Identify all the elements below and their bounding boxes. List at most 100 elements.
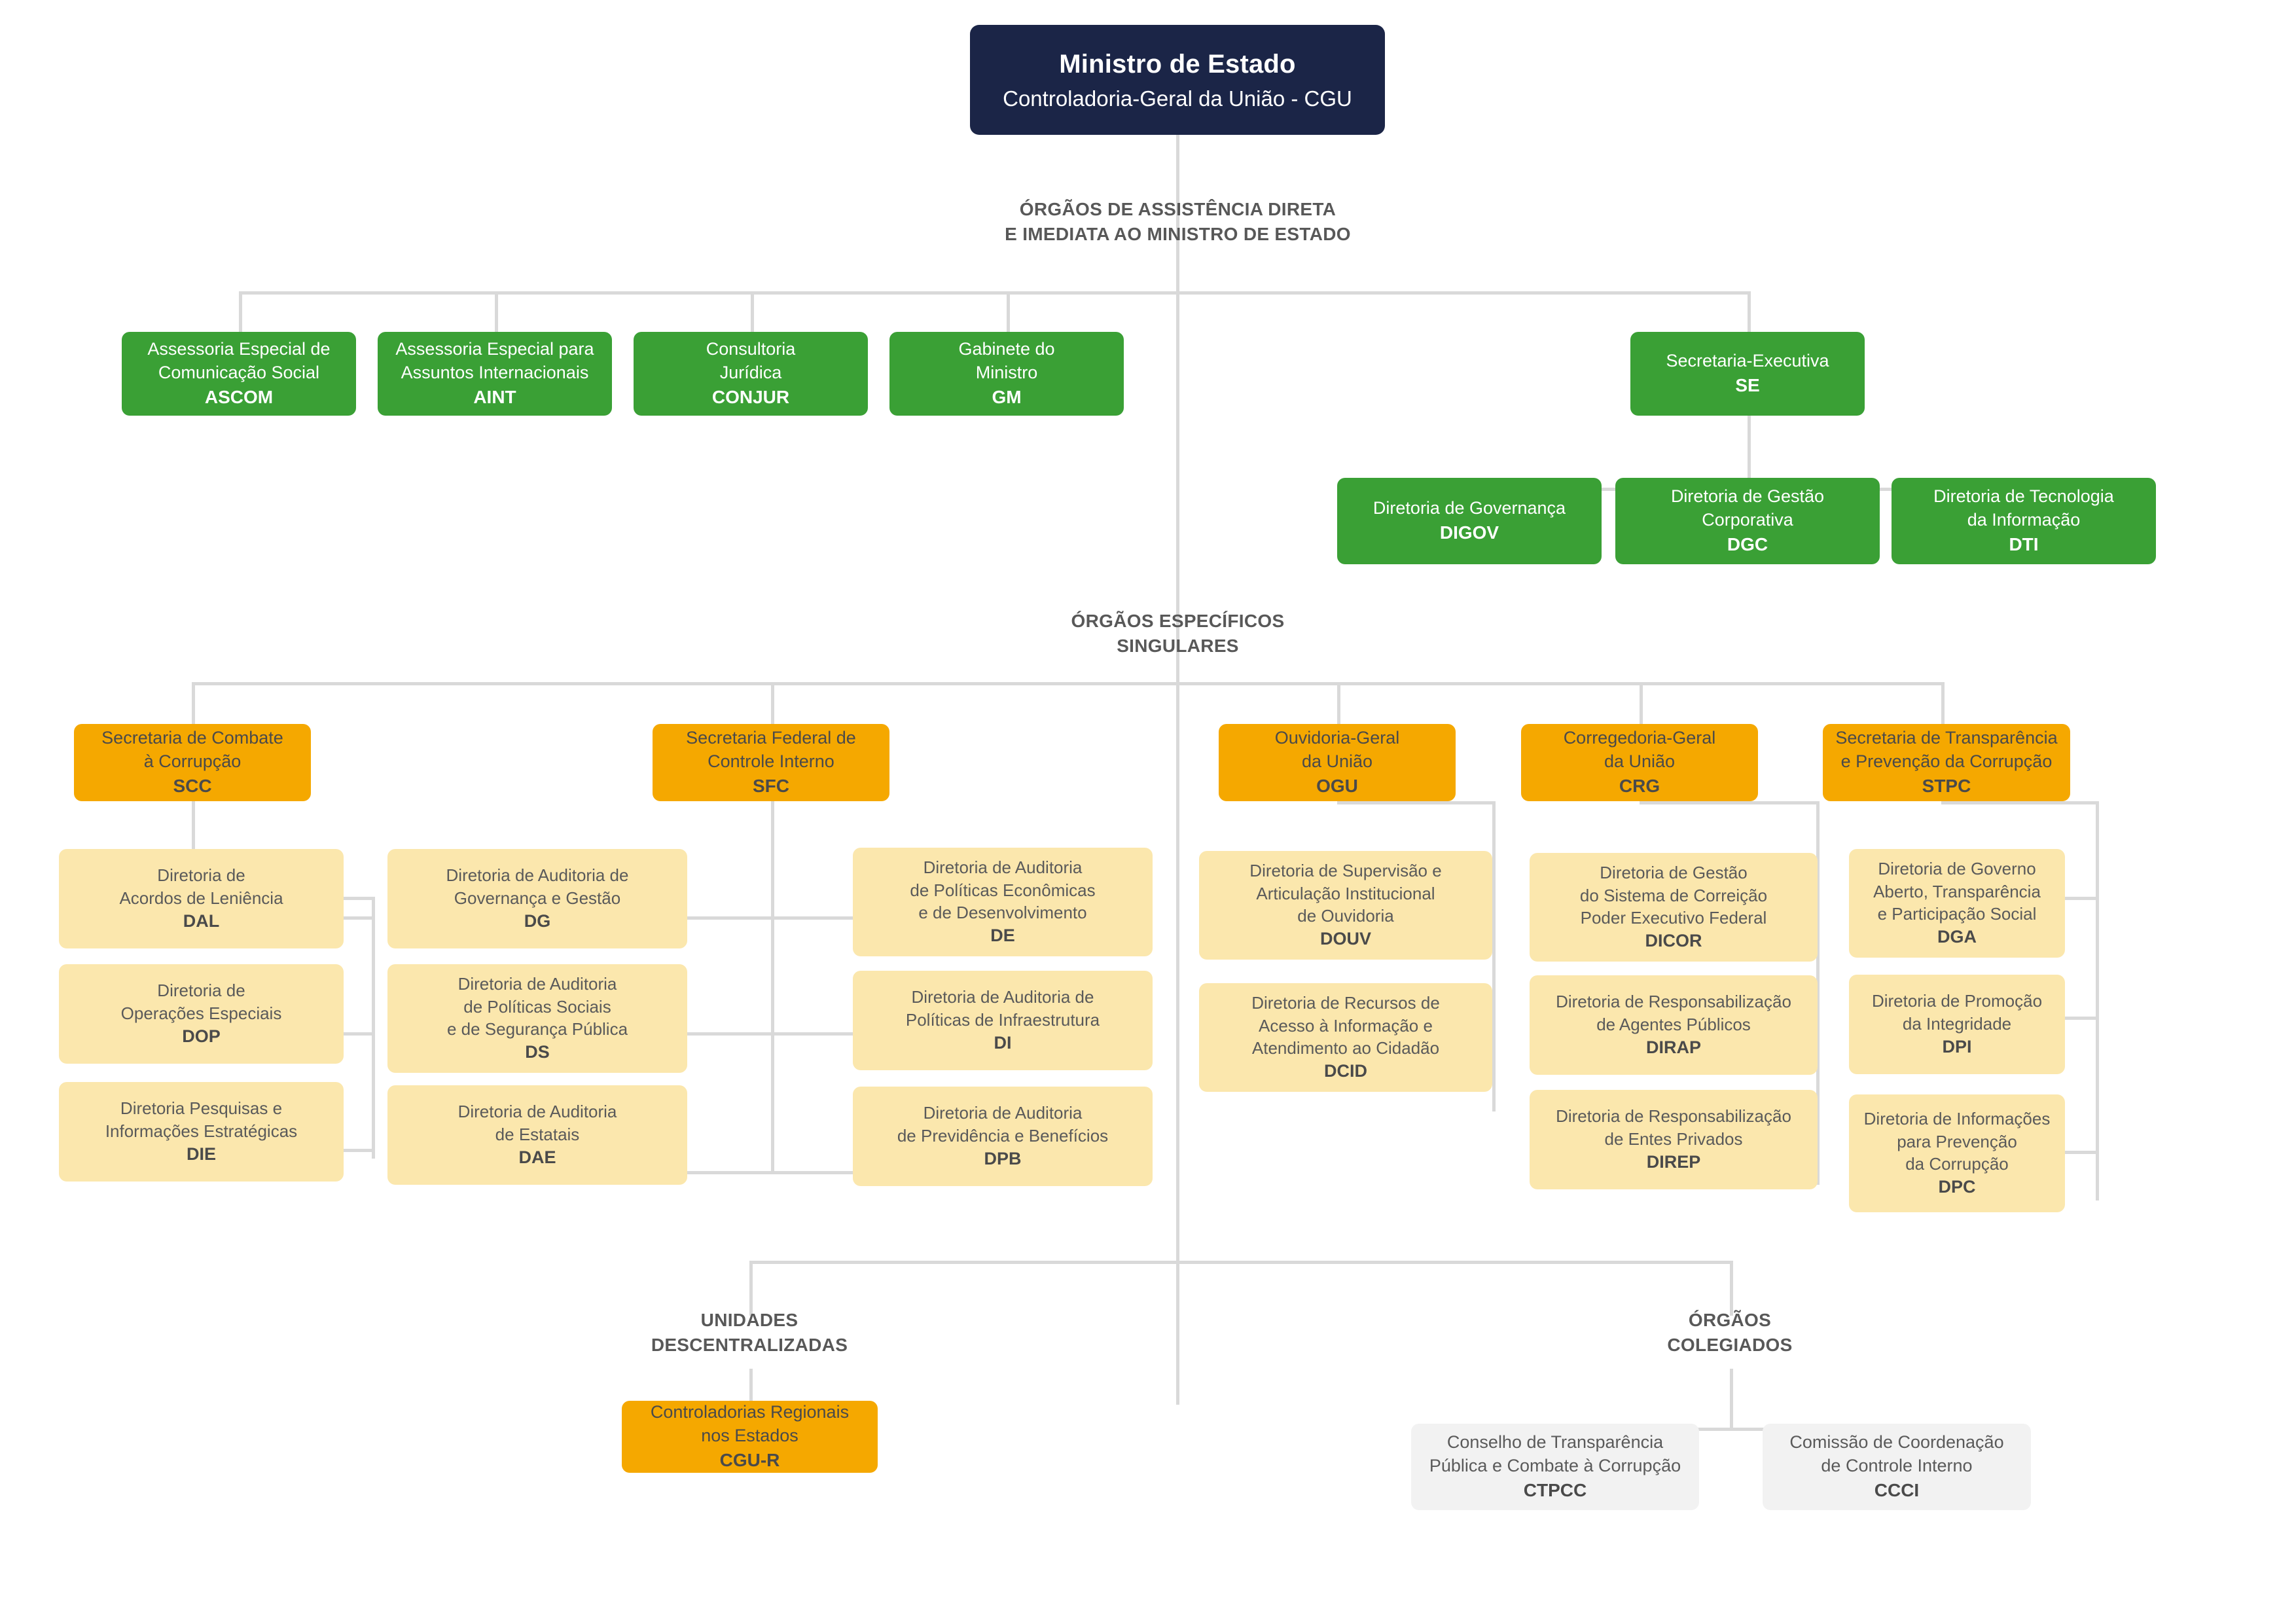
section-label-orgaos-colegiados: ÓRGÃOS COLEGIADOS bbox=[1667, 1310, 1793, 1356]
node-scc-title: Secretaria de Combate à Corrupção bbox=[101, 727, 283, 771]
node-douv-title: Diretoria de Supervisão e Articulação In… bbox=[1249, 861, 1442, 926]
connector-crg-rail bbox=[1816, 801, 1820, 1185]
node-crg-title: Corregedoria-Geral da União bbox=[1563, 727, 1716, 771]
node-dpb[interactable]: Diretoria de Auditoria de Previdência e … bbox=[853, 1087, 1153, 1186]
root-subtitle: Controladoria-Geral da União - CGU bbox=[1003, 86, 1352, 111]
node-conjur[interactable]: Consultoria Jurídica CONJUR bbox=[634, 332, 868, 416]
node-dg-acronym: DG bbox=[524, 911, 551, 931]
connector-bottom-left-drop bbox=[749, 1261, 753, 1316]
connector-drop-stpc bbox=[1941, 682, 1945, 724]
connector-scc-branch-dal bbox=[340, 916, 375, 920]
node-dpi-title: Diretoria de Promoção da Integridade bbox=[1871, 991, 2043, 1034]
node-ogu[interactable]: Ouvidoria-Geral da União OGU bbox=[1219, 724, 1456, 801]
node-dop[interactable]: Diretoria de Operações Especiais DOP bbox=[59, 964, 344, 1064]
node-sfc-acronym: SFC bbox=[753, 776, 789, 797]
node-dti[interactable]: Diretoria de Tecnologia da Informação DT… bbox=[1892, 478, 2156, 564]
connector-bottom-bus bbox=[749, 1261, 1733, 1264]
node-dpi-acronym: DPI bbox=[1942, 1037, 1972, 1056]
node-di[interactable]: Diretoria de Auditoria de Políticas de I… bbox=[853, 971, 1153, 1070]
node-dcid[interactable]: Diretoria de Recursos de Acesso à Inform… bbox=[1199, 983, 1492, 1092]
node-ctpcc-title: Conselho de Transparência Pública e Comb… bbox=[1429, 1432, 1681, 1475]
node-digov[interactable]: Diretoria de Governança DIGOV bbox=[1337, 478, 1602, 564]
node-se-acronym: SE bbox=[1735, 375, 1760, 396]
node-stpc-acronym: STPC bbox=[1922, 776, 1971, 797]
node-dal-acronym: DAL bbox=[183, 911, 220, 931]
connector-sfc-branch-de bbox=[771, 916, 858, 920]
node-dgc-title: Diretoria de Gestão Corporativa bbox=[1670, 486, 1825, 530]
node-dirap-acronym: DIRAP bbox=[1645, 1038, 1701, 1057]
node-dti-acronym: DTI bbox=[2009, 534, 2039, 555]
node-de-title: Diretoria de Auditoria de Políticas Econ… bbox=[910, 857, 1096, 922]
connector-crg-rail-top bbox=[1640, 801, 1820, 804]
node-de[interactable]: Diretoria de Auditoria de Políticas Econ… bbox=[853, 848, 1153, 956]
connector-sfc-rail bbox=[771, 801, 774, 1174]
connector-root-spine bbox=[1176, 135, 1179, 1405]
connector-oes-bus bbox=[192, 682, 1943, 685]
connector-drop-ogu bbox=[1337, 682, 1340, 724]
node-sfc-title: Secretaria Federal de Controle Interno bbox=[686, 727, 856, 771]
node-digov-acronym: DIGOV bbox=[1439, 522, 1499, 543]
node-cgu-r-title: Controladorias Regionais nos Estados bbox=[650, 1401, 850, 1445]
node-di-title: Diretoria de Auditoria de Políticas de I… bbox=[905, 987, 1100, 1030]
node-ascom[interactable]: Assessoria Especial de Comunicação Socia… bbox=[122, 332, 356, 416]
node-scc[interactable]: Secretaria de Combate à Corrupção SCC bbox=[74, 724, 311, 801]
connector-stpc-branch-dga bbox=[2063, 897, 2099, 900]
node-dal[interactable]: Diretoria de Acordos de Leniência DAL bbox=[59, 849, 344, 948]
node-ctpcc-acronym: CTPCC bbox=[1523, 1480, 1587, 1501]
connector-sfc-branch-dae bbox=[686, 1171, 773, 1174]
node-ascom-acronym: ASCOM bbox=[204, 387, 274, 408]
connector-oc-bus bbox=[1556, 1428, 1905, 1431]
node-stpc[interactable]: Secretaria de Transparência e Prevenção … bbox=[1823, 724, 2070, 801]
node-dga-acronym: DGA bbox=[1937, 927, 1977, 947]
connector-scc-branch-die bbox=[340, 1149, 375, 1152]
node-dga[interactable]: Diretoria de Governo Aberto, Transparênc… bbox=[1849, 849, 2065, 958]
node-gm[interactable]: Gabinete do Ministro GM bbox=[889, 332, 1124, 416]
node-dga-title: Diretoria de Governo Aberto, Transparênc… bbox=[1873, 859, 2041, 924]
connector-ogu-rail-top bbox=[1337, 801, 1496, 804]
node-direp[interactable]: Diretoria de Responsabilização de Entes … bbox=[1530, 1090, 1818, 1189]
node-direp-title: Diretoria de Responsabilização de Entes … bbox=[1556, 1106, 1791, 1149]
connector-sfc-branch-di bbox=[771, 1032, 858, 1036]
node-aint[interactable]: Assessoria Especial para Assuntos Intern… bbox=[378, 332, 612, 416]
node-secretaria-executiva[interactable]: Secretaria-Executiva SE bbox=[1630, 332, 1865, 416]
node-ogu-title: Ouvidoria-Geral da União bbox=[1274, 727, 1400, 771]
node-digov-title: Diretoria de Governança bbox=[1372, 497, 1566, 518]
node-dg[interactable]: Diretoria de Auditoria de Governança e G… bbox=[387, 849, 687, 948]
node-sfc[interactable]: Secretaria Federal de Controle Interno S… bbox=[653, 724, 889, 801]
node-di-acronym: DI bbox=[994, 1033, 1012, 1053]
node-dirap[interactable]: Diretoria de Responsabilização de Agente… bbox=[1530, 975, 1818, 1075]
node-crg[interactable]: Corregedoria-Geral da União CRG bbox=[1521, 724, 1758, 801]
node-cgu-r-acronym: CGU-R bbox=[719, 1450, 780, 1471]
node-dae-title: Diretoria de Auditoria de Estatais bbox=[457, 1102, 617, 1144]
node-ministro-de-estado[interactable]: Ministro de Estado Controladoria-Geral d… bbox=[970, 25, 1385, 135]
node-ctpcc[interactable]: Conselho de Transparência Pública e Comb… bbox=[1411, 1424, 1699, 1510]
node-dpc-acronym: DPC bbox=[1938, 1177, 1976, 1197]
node-dop-title: Diretoria de Operações Especiais bbox=[120, 981, 282, 1023]
node-dop-acronym: DOP bbox=[182, 1026, 221, 1046]
node-cgu-r[interactable]: Controladorias Regionais nos Estados CGU… bbox=[622, 1401, 878, 1473]
node-die-title: Diretoria Pesquisas e Informações Estrat… bbox=[105, 1098, 298, 1141]
node-dcid-acronym: DCID bbox=[1324, 1061, 1367, 1081]
node-conjur-acronym: CONJUR bbox=[711, 387, 790, 408]
node-ascom-title: Assessoria Especial de Comunicação Socia… bbox=[147, 338, 331, 382]
node-dae[interactable]: Diretoria de Auditoria de Estatais DAE bbox=[387, 1085, 687, 1185]
node-aint-acronym: AINT bbox=[473, 387, 516, 408]
node-dirap-title: Diretoria de Responsabilização de Agente… bbox=[1556, 992, 1791, 1034]
connector-drop-se bbox=[1748, 291, 1751, 332]
connector-ud-stem bbox=[749, 1369, 753, 1429]
node-dpc[interactable]: Diretoria de Informações para Prevenção … bbox=[1849, 1094, 2065, 1212]
node-ccci[interactable]: Comissão de Coordenação de Controle Inte… bbox=[1763, 1424, 2031, 1510]
node-dicor[interactable]: Diretoria de Gestão do Sistema de Correi… bbox=[1530, 853, 1818, 962]
connector-ogu-rail bbox=[1492, 801, 1496, 1111]
node-douv[interactable]: Diretoria de Supervisão e Articulação In… bbox=[1199, 851, 1492, 960]
node-ds[interactable]: Diretoria de Auditoria de Políticas Soci… bbox=[387, 964, 687, 1073]
node-dgc[interactable]: Diretoria de Gestão Corporativa DGC bbox=[1615, 478, 1880, 564]
section-label-unidades-descentralizadas: UNIDADES DESCENTRALIZADAS bbox=[651, 1310, 848, 1356]
node-ccci-acronym: CCCI bbox=[1874, 1480, 1920, 1501]
node-dpi[interactable]: Diretoria de Promoção da Integridade DPI bbox=[1849, 975, 2065, 1074]
node-ds-acronym: DS bbox=[525, 1042, 550, 1062]
node-se-title: Secretaria-Executiva bbox=[1666, 350, 1829, 370]
node-die-acronym: DIE bbox=[186, 1144, 216, 1164]
connector-stpc-rail-top bbox=[1941, 801, 2099, 804]
node-die[interactable]: Diretoria Pesquisas e Informações Estrat… bbox=[59, 1082, 344, 1182]
